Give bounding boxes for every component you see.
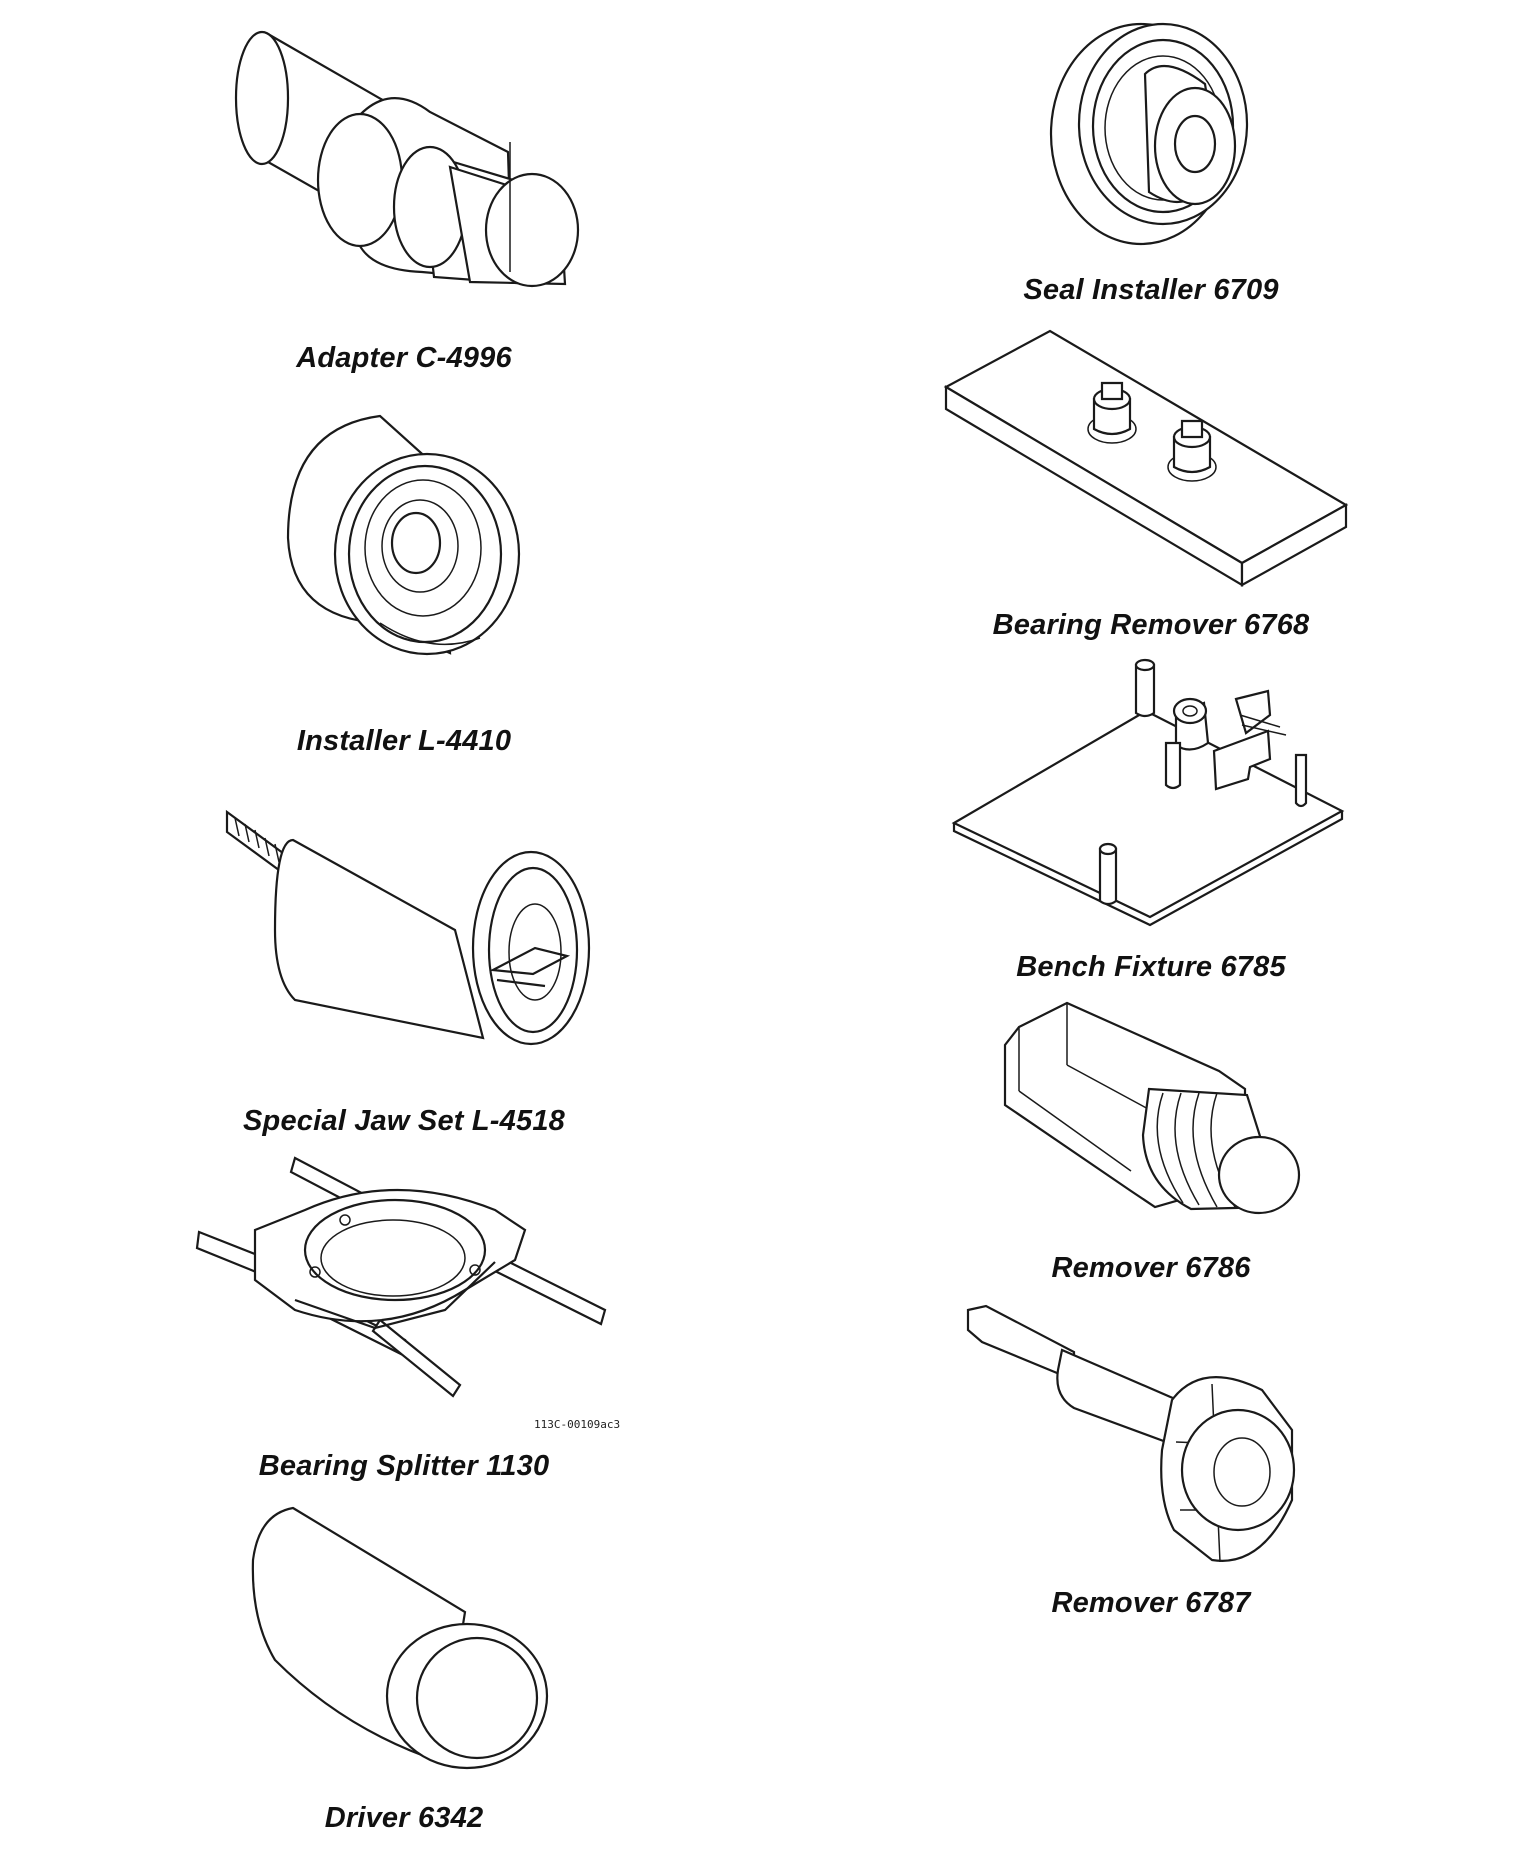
bearing-remover-icon [942, 325, 1352, 590]
jaw-set-icon [215, 780, 600, 1050]
seal-installer-tool [1045, 12, 1260, 247]
remover-6787-tool [962, 1300, 1332, 1570]
bench-fixture-icon [950, 655, 1350, 920]
seal-installer-caption: Seal Installer 6709 [1023, 274, 1279, 306]
remover-6786-caption: Remover 6786 [1051, 1252, 1251, 1284]
installer-tool [280, 408, 530, 658]
adapter-tool [220, 22, 590, 297]
adapter-icon [220, 22, 590, 297]
remover-6787-caption: Remover 6787 [1051, 1587, 1251, 1619]
jaw-set-tool [215, 780, 600, 1050]
bench-fixture-caption: Bench Fixture 6785 [1016, 951, 1286, 983]
driver-tool [245, 1500, 565, 1770]
seal-installer-icon [1045, 12, 1260, 247]
splitter-caption: Bearing Splitter 1130 [258, 1450, 550, 1482]
bearing-splitter-tool [195, 1150, 615, 1400]
bearing-remover-caption: Bearing Remover 6768 [992, 609, 1310, 641]
driver-caption: Driver 6342 [324, 1802, 484, 1834]
splitter-ref-code: 113C-00109ac3 [534, 1418, 621, 1431]
bearing-splitter-icon [195, 1150, 615, 1400]
installer-caption: Installer L-4410 [296, 725, 512, 757]
remover-6786-tool [995, 995, 1305, 1220]
bench-fixture-tool [950, 655, 1350, 920]
driver-icon [245, 1500, 565, 1770]
installer-icon [280, 408, 530, 658]
adapter-caption: Adapter C-4996 [296, 342, 512, 374]
remover-6786-icon [995, 995, 1305, 1220]
remover-6787-icon [962, 1300, 1332, 1570]
jaw-set-caption: Special Jaw Set L-4518 [243, 1105, 565, 1137]
bearing-remover-tool [942, 325, 1352, 590]
